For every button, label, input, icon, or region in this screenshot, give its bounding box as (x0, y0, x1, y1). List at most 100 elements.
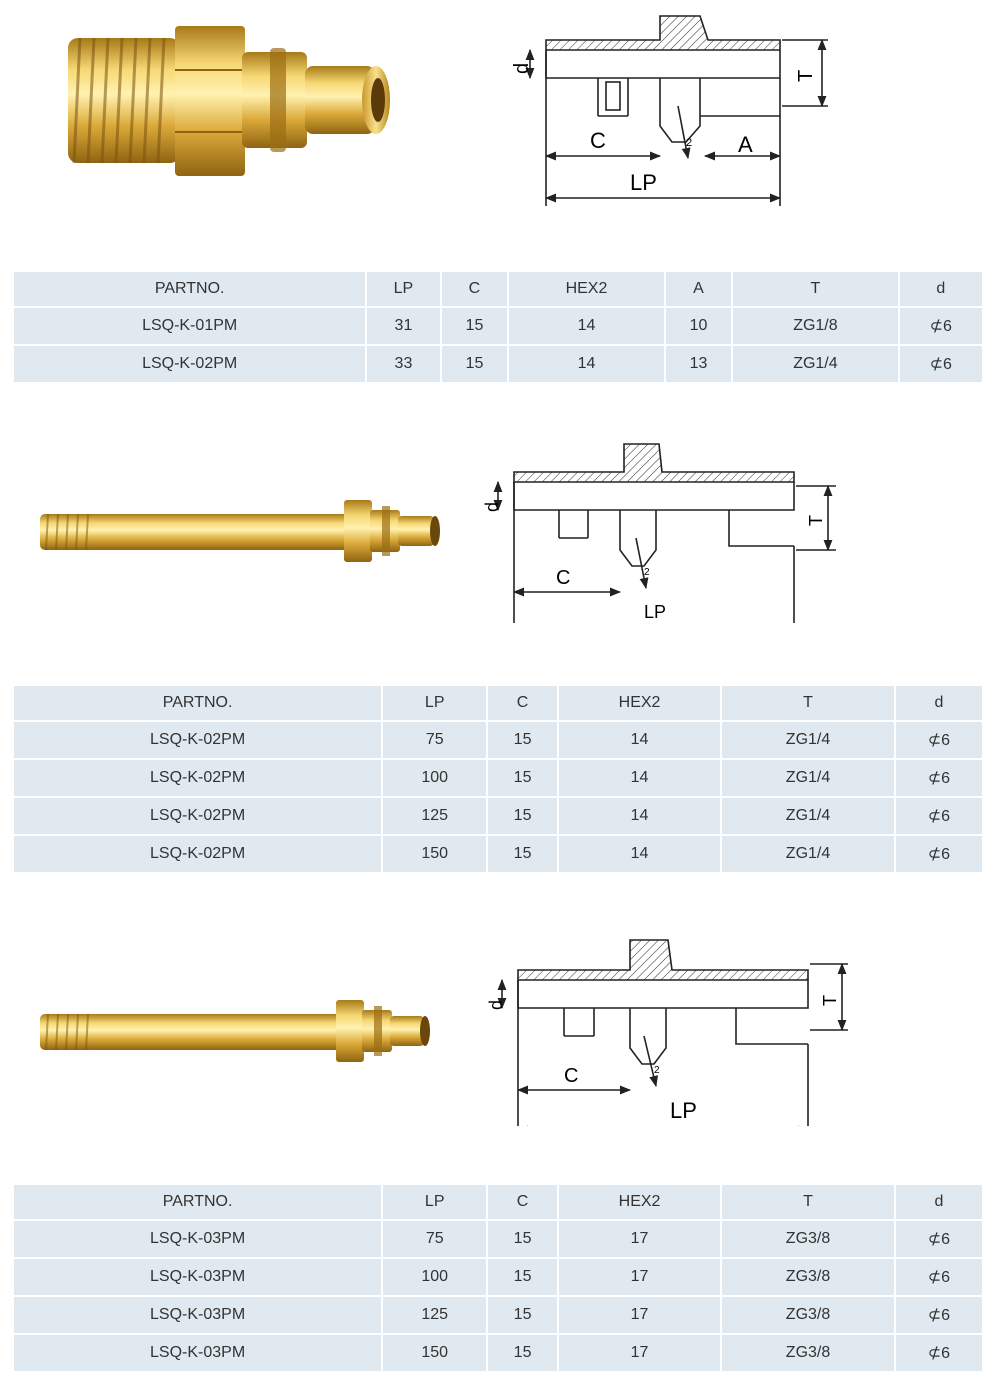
table-cell: 14 (558, 836, 721, 874)
product-photo-long-plug-1 (40, 500, 440, 562)
table-cell: ⊄6 (895, 1335, 982, 1373)
product-photo-short-plug (68, 26, 390, 176)
spec-table-1: PARTNO. LP C HEX2 A T d LSQ-K-01PM 31 15… (12, 272, 984, 384)
table-cell: LSQ-K-02PM (14, 836, 382, 874)
table-cell: 150 (383, 1335, 487, 1373)
column-header: d (895, 686, 982, 722)
table-header-row: PARTNO. LP C HEX2 T d (14, 1185, 982, 1221)
table-cell: 13 (665, 346, 732, 384)
drawing-label-c: C (564, 1065, 578, 1087)
table-cell: 15 (488, 1297, 557, 1335)
table-cell: ZG3/8 (722, 1221, 894, 1259)
table-cell: LSQ-K-02PM (14, 346, 366, 384)
column-header: LP (367, 272, 440, 308)
table-cell: 125 (383, 1297, 487, 1335)
column-header: LP (383, 1185, 487, 1221)
table-cell: LSQ-K-03PM (14, 1221, 382, 1259)
table-cell: LSQ-K-02PM (14, 722, 382, 760)
table-cell: 14 (558, 722, 721, 760)
table-cell: 17 (558, 1221, 721, 1259)
table-cell: 15 (441, 346, 508, 384)
drawing-label-c: C (590, 128, 606, 153)
drawing-label-a: A (738, 132, 753, 157)
table-cell: LSQ-K-03PM (14, 1297, 382, 1335)
table-cell: 10 (665, 308, 732, 346)
column-header: C (488, 1185, 557, 1221)
table-cell: ZG1/8 (733, 308, 898, 346)
section-1: d C A LP T 2 PARTNO. LP C HEX2 A T d LSQ… (0, 0, 994, 390)
table-cell: ⊄6 (895, 798, 982, 836)
table-cell: 75 (383, 1221, 487, 1259)
table-cell: 100 (383, 760, 487, 798)
table-cell: 100 (383, 1259, 487, 1297)
table-cell: ⊄6 (899, 346, 982, 384)
column-header: LP (383, 686, 487, 722)
table-cell: 14 (558, 760, 721, 798)
table-row: LSQ-K-03PM 100 15 17 ZG3/8 ⊄6 (14, 1259, 982, 1297)
table-cell: 14 (509, 346, 664, 384)
spec-table-2: PARTNO. LP C HEX2 T d LSQ-K-02PM 75 15 1… (12, 686, 984, 874)
product-photo-long-plug-2 (40, 1000, 430, 1062)
table-cell: ⊄6 (895, 722, 982, 760)
column-header: HEX2 (509, 272, 664, 308)
table-row: LSQ-K-02PM 100 15 14 ZG1/4 ⊄6 (14, 760, 982, 798)
table-cell: ZG1/4 (722, 836, 894, 874)
technical-drawing-3: d C LP T 2 (486, 939, 848, 1126)
column-header: d (895, 1185, 982, 1221)
drawing-label-lp: LP (644, 602, 666, 622)
drawing-label-hex: 2 (644, 567, 650, 578)
table-cell: LSQ-K-03PM (14, 1259, 382, 1297)
table-cell: 17 (558, 1335, 721, 1373)
table-cell: ⊄6 (895, 1259, 982, 1297)
column-header: C (488, 686, 557, 722)
table-cell: ZG1/4 (722, 722, 894, 760)
table-cell: ⊄6 (895, 1221, 982, 1259)
technical-drawing-1: d C A LP T 2 (511, 15, 828, 206)
column-header: PARTNO. (14, 1185, 382, 1221)
column-header: C (441, 272, 508, 308)
table-row: LSQ-K-01PM 31 15 14 10 ZG1/8 ⊄6 (14, 308, 982, 346)
drawing-label-c: C (556, 567, 570, 589)
table-cell: ZG3/8 (722, 1259, 894, 1297)
table-cell: LSQ-K-01PM (14, 308, 366, 346)
table-row: LSQ-K-02PM 75 15 14 ZG1/4 ⊄6 (14, 722, 982, 760)
table-cell: ⊄6 (895, 1297, 982, 1335)
drawing-label-lp: LP (670, 1098, 697, 1123)
table-cell: ⊄6 (899, 308, 982, 346)
table-cell: ZG3/8 (722, 1335, 894, 1373)
table-cell: 15 (488, 1335, 557, 1373)
table-cell: LSQ-K-03PM (14, 1335, 382, 1373)
drawing-label-d: d (486, 1000, 506, 1010)
table-cell: LSQ-K-02PM (14, 760, 382, 798)
drawing-label-hex: 2 (686, 137, 692, 149)
table-cell: ZG1/4 (722, 760, 894, 798)
table-cell: 17 (558, 1259, 721, 1297)
table-row: LSQ-K-02PM 33 15 14 13 ZG1/4 ⊄6 (14, 346, 982, 384)
table-cell: 150 (383, 836, 487, 874)
column-header: PARTNO. (14, 686, 382, 722)
column-header: T (722, 686, 894, 722)
spec-table-3: PARTNO. LP C HEX2 T d LSQ-K-03PM 75 15 1… (12, 1185, 984, 1373)
table-cell: ZG3/8 (722, 1297, 894, 1335)
column-header: HEX2 (558, 686, 721, 722)
table-cell: 15 (441, 308, 508, 346)
table-cell: 33 (367, 346, 440, 384)
table-cell: LSQ-K-02PM (14, 798, 382, 836)
table-cell: 14 (509, 308, 664, 346)
drawing-label-d: d (484, 502, 502, 512)
table-row: LSQ-K-02PM 125 15 14 ZG1/4 ⊄6 (14, 798, 982, 836)
table-cell: 15 (488, 836, 557, 874)
table-cell: ⊄6 (895, 836, 982, 874)
drawing-label-t: T (820, 995, 840, 1006)
table-cell: 15 (488, 1259, 557, 1297)
table-cell: 125 (383, 798, 487, 836)
table-cell: 15 (488, 760, 557, 798)
section-2: d C LP T 2 PARTNO. LP C HEX2 T d LSQ-K-0… (0, 420, 994, 880)
table-cell: 17 (558, 1297, 721, 1335)
drawing-label-hex: 2 (654, 1065, 660, 1076)
technical-drawing-2: d C LP T 2 (484, 443, 836, 623)
column-header: T (722, 1185, 894, 1221)
column-header: HEX2 (558, 1185, 721, 1221)
drawing-label-lp: LP (630, 170, 657, 195)
table-cell: ZG1/4 (722, 798, 894, 836)
